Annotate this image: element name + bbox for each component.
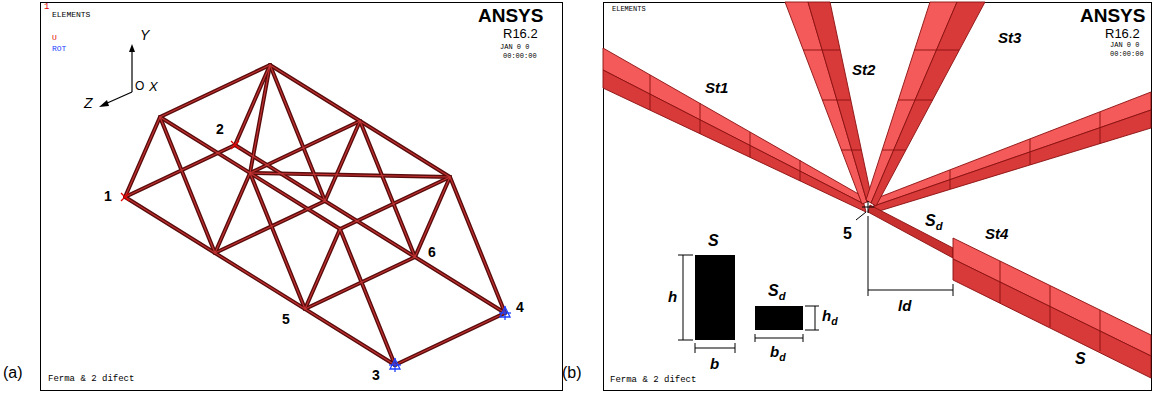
node-number: 2 xyxy=(216,122,224,137)
node-number: 5 xyxy=(282,312,290,327)
software-logo: ANSYS xyxy=(478,6,543,27)
beam-solids xyxy=(603,2,1151,378)
dimension-label: ld xyxy=(898,298,911,315)
date-label: JAN 0 0 xyxy=(500,44,529,52)
dimension-label: h xyxy=(668,289,677,306)
section-label: S xyxy=(1075,350,1086,368)
symbol-subscript: d xyxy=(779,290,786,302)
node-marker xyxy=(856,201,874,220)
plot-title: ELEMENTS xyxy=(612,6,646,14)
symbol-subscript: d xyxy=(831,315,837,327)
footer-note: Ferma & 2 difect xyxy=(48,375,134,385)
panel-frame xyxy=(41,3,563,391)
time-label: 00:00:00 xyxy=(1110,51,1144,59)
node-number: 1 xyxy=(104,189,112,204)
axis-label: Z xyxy=(84,96,93,111)
member-label: St4 xyxy=(985,226,1008,243)
date-label: JAN 0 0 xyxy=(1110,42,1139,50)
dimension-label: bd xyxy=(770,344,786,361)
member-label: St2 xyxy=(852,62,875,79)
dimension-label: b xyxy=(710,356,719,373)
rotation-constraint xyxy=(389,306,511,372)
member-label: Sd xyxy=(925,212,943,230)
node-number: 5 xyxy=(843,225,852,243)
member-label: St1 xyxy=(705,80,728,97)
panel-label: (b) xyxy=(562,364,582,382)
node-number: 6 xyxy=(428,245,436,260)
displacement-constraint xyxy=(121,141,239,201)
software-logo: ANSYS xyxy=(1080,6,1145,27)
node-number: 3 xyxy=(372,368,380,383)
axis-label: O xyxy=(135,80,144,93)
symbol-subscript: d xyxy=(936,220,943,232)
dimension-lines xyxy=(868,216,953,296)
version-label: R16.2 xyxy=(503,27,538,41)
dimension-label: hd xyxy=(822,308,838,325)
axis-triad xyxy=(99,44,135,107)
panel-label: (a) xyxy=(3,364,23,382)
truss-members xyxy=(125,65,505,365)
symbol-subscript: d xyxy=(779,351,785,363)
symbol-base: h xyxy=(822,307,831,324)
member-label: St3 xyxy=(998,30,1021,47)
node-number: 4 xyxy=(516,300,524,315)
time-label: 00:00:00 xyxy=(503,53,537,61)
panel-frame xyxy=(604,3,1152,391)
symbol-base: b xyxy=(770,343,779,360)
symbol-base: S xyxy=(925,212,936,229)
legend-key: U xyxy=(52,34,57,43)
cross-sections xyxy=(678,255,819,353)
window-number: 1 xyxy=(44,3,49,13)
section-label: S xyxy=(708,232,719,250)
version-label: R16.2 xyxy=(1105,27,1140,41)
section-label: Sd xyxy=(768,282,786,300)
symbol-base: S xyxy=(768,282,779,299)
axis-label: X xyxy=(149,80,158,94)
axis-label: Y xyxy=(140,28,149,43)
footer-note: Ferma & 2 difect xyxy=(610,376,696,386)
plot-title: ELEMENTS xyxy=(52,11,90,20)
legend-key: ROT xyxy=(52,45,66,54)
